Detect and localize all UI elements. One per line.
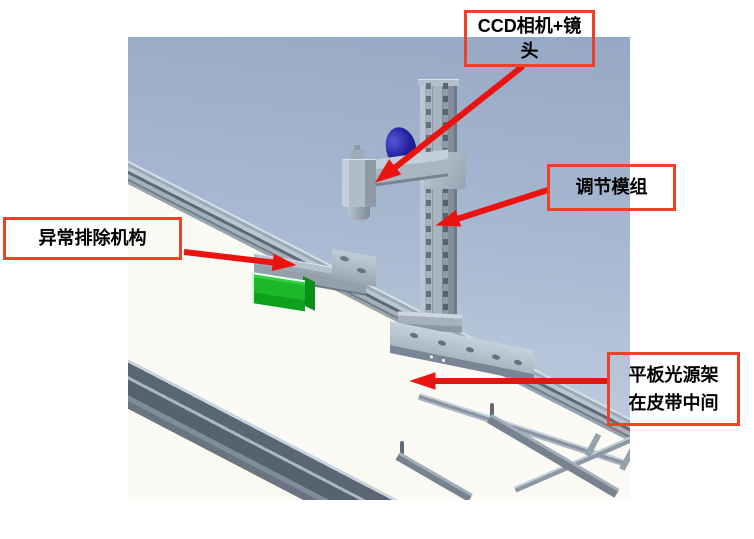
adjustment-column	[418, 79, 459, 315]
cross-bracket-1	[395, 452, 473, 500]
label-ccd-camera-lens: CCD相机+镜 头	[464, 10, 595, 67]
cad-viewport	[128, 37, 630, 500]
label-light-source-frame: 平板光源架 在皮带中间	[607, 352, 740, 426]
label-abnormality-removal: 异常排除机构	[3, 217, 182, 260]
camera-lens	[348, 207, 370, 220]
bracket-pin	[490, 403, 494, 416]
ccd-camera	[342, 159, 376, 207]
label-line: 调节模组	[575, 177, 648, 197]
column-cap	[418, 79, 459, 86]
label-line: 头	[520, 40, 539, 61]
bracket-pin	[400, 441, 404, 454]
label-line: 在皮带中间	[628, 393, 719, 413]
label-adjustment-module: 调节模组	[547, 164, 676, 211]
label-line: CCD相机+镜	[477, 15, 582, 36]
front-frame-beam	[128, 355, 529, 500]
camera-connector	[350, 150, 364, 160]
label-line: 异常排除机构	[38, 228, 147, 248]
label-line: 平板光源架	[628, 365, 719, 385]
